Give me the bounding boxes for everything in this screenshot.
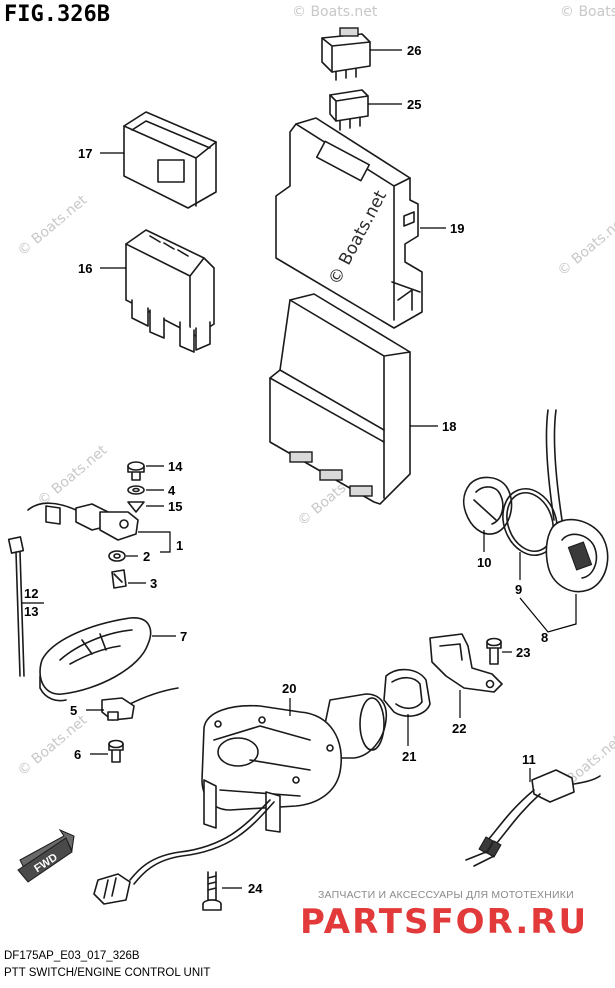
part-10-cap [462,476,513,535]
callout-2: 2 [143,549,150,564]
watermark-text: © Boats.net [292,4,378,20]
fwd-direction-arrow: FWD [17,828,75,883]
callout-5: 5 [70,703,77,718]
callout-1: 1 [176,538,183,553]
callout-15: 15 [168,499,182,514]
callout-24: 24 [248,881,263,896]
callout-14: 14 [168,459,183,474]
callout-25: 25 [407,97,421,112]
part-26-relay [321,27,371,81]
part-7-switch-holder [39,617,152,702]
shop-watermark-text: ЗАПЧАСТИ И АКСЕССУАРЫ ДЛЯ МОТОТЕХНИКИ [318,889,574,901]
watermark-text: © Boats.net [555,212,615,279]
part-11-switch-harness [465,769,601,867]
figure-caption: PTT SWITCH/ENGINE CONTROL UNIT [4,967,211,979]
part-15-washer [127,501,145,513]
watermark-text: © Boats.net [560,4,615,20]
leader-lines [22,49,577,889]
callout-6: 6 [74,747,81,762]
callout-7: 7 [180,629,187,644]
callout-13: 13 [24,604,38,619]
callout-12: 12 [24,586,38,601]
part-9-o-ring [502,488,558,556]
part-21-seal [383,668,431,717]
part-2-washer [108,550,126,562]
part-6-screw [108,739,124,763]
callout-19: 19 [450,221,464,236]
watermark-text: © Boats.net [15,192,91,259]
part-17-cover [123,111,217,209]
callout-23: 23 [516,645,530,660]
callout-22: 22 [452,721,466,736]
callout-9: 9 [515,582,522,597]
shop-watermark-brand: PARTSFOR.RU [300,902,589,942]
part-20-ptt-motor [93,693,388,905]
part-1-ptt-switch [27,502,139,541]
callout-10: 10 [477,555,491,570]
callout-26: 26 [407,43,421,58]
part-18-ecu [269,293,411,505]
part-12-cable-tie [7,536,25,677]
part-16-connector-block [125,229,215,353]
part-5-switch [101,687,179,721]
callout-3: 3 [150,576,157,591]
part-8-trim-switch-assy [545,409,609,593]
callout-18: 18 [442,419,456,434]
part-4-washer [127,485,145,495]
part-24-bolt [202,871,222,911]
part-22-bracket [429,633,503,693]
watermark-text: © Boats.net [35,442,111,509]
callout-17: 17 [78,146,92,161]
callout-20: 20 [282,681,296,696]
part-14-bolt [127,461,145,481]
callout-21: 21 [402,749,416,764]
part-23-bolt [486,637,502,665]
callout-4: 4 [168,483,176,498]
model-code: DF175AP_E03_017_326B [4,950,140,962]
part-3-clip [111,569,127,589]
callout-8: 8 [541,630,548,645]
part-19-ecu-case [275,117,423,329]
callout-11: 11 [522,752,536,767]
callout-16: 16 [78,261,92,276]
callout-numbers: 26 25 17 19 16 18 14 4 15 1 2 3 12 13 7 … [24,43,548,896]
watermark-text: © Boats.net [15,712,91,779]
figure-title: FIG.326B [4,2,110,27]
part-25-relay [329,89,369,131]
